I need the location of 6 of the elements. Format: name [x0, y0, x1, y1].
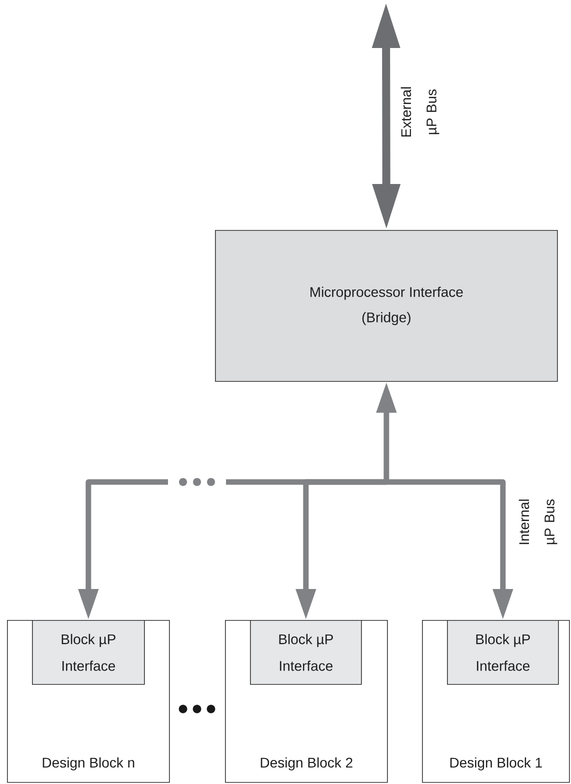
- interface-box: Block µP Interface: [447, 620, 559, 685]
- interface-box: Block µP Interface: [32, 620, 145, 685]
- edge-label: Internal µP Bus: [518, 499, 558, 544]
- interface-box: Block µP Interface: [250, 620, 362, 685]
- bridge-box: Microprocessor Interface (Bridge): [215, 230, 558, 382]
- edge-label: External µP Bus: [400, 87, 440, 137]
